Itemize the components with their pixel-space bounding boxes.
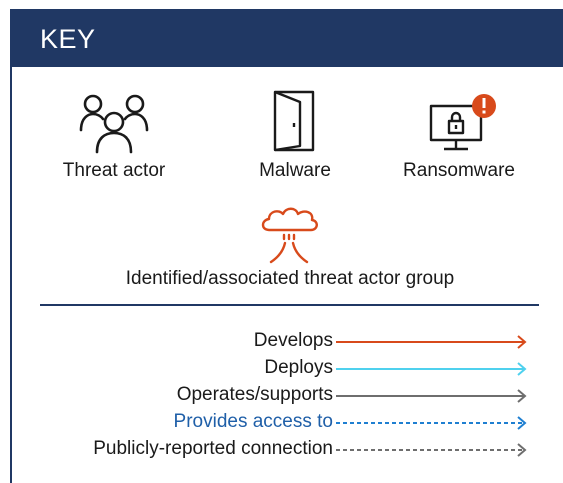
legend-arrow-develops — [336, 335, 527, 349]
legend-arrow-deploys — [336, 362, 527, 376]
threat-actor-group-label: Identified/associated threat actor group — [125, 268, 455, 289]
key-title: KEY — [40, 24, 96, 54]
threat-actor-icon — [79, 94, 149, 154]
threat-actor-label: Threat actor — [62, 160, 166, 181]
legend-label-develops: Develops — [253, 330, 333, 351]
legend-label-operates: Operates/supports — [176, 384, 333, 405]
malware-icon — [273, 90, 315, 152]
legend-arrow-provides-access — [336, 416, 527, 430]
legend-arrow-publicly-reported — [336, 443, 527, 457]
legend-label-publicly-reported: Publicly-reported connection — [93, 438, 333, 459]
legend-label-provides-access: Provides access to — [173, 411, 333, 432]
threat-actor-group-icon — [261, 207, 318, 264]
key-header: KEY — [10, 9, 563, 67]
ransomware-icon — [429, 94, 496, 151]
malware-label: Malware — [259, 160, 331, 181]
legend-label-deploys: Deploys — [264, 357, 333, 378]
key-panel — [10, 9, 563, 483]
divider — [40, 304, 539, 306]
ransomware-label: Ransomware — [403, 160, 515, 181]
legend-arrow-operates — [336, 389, 527, 403]
